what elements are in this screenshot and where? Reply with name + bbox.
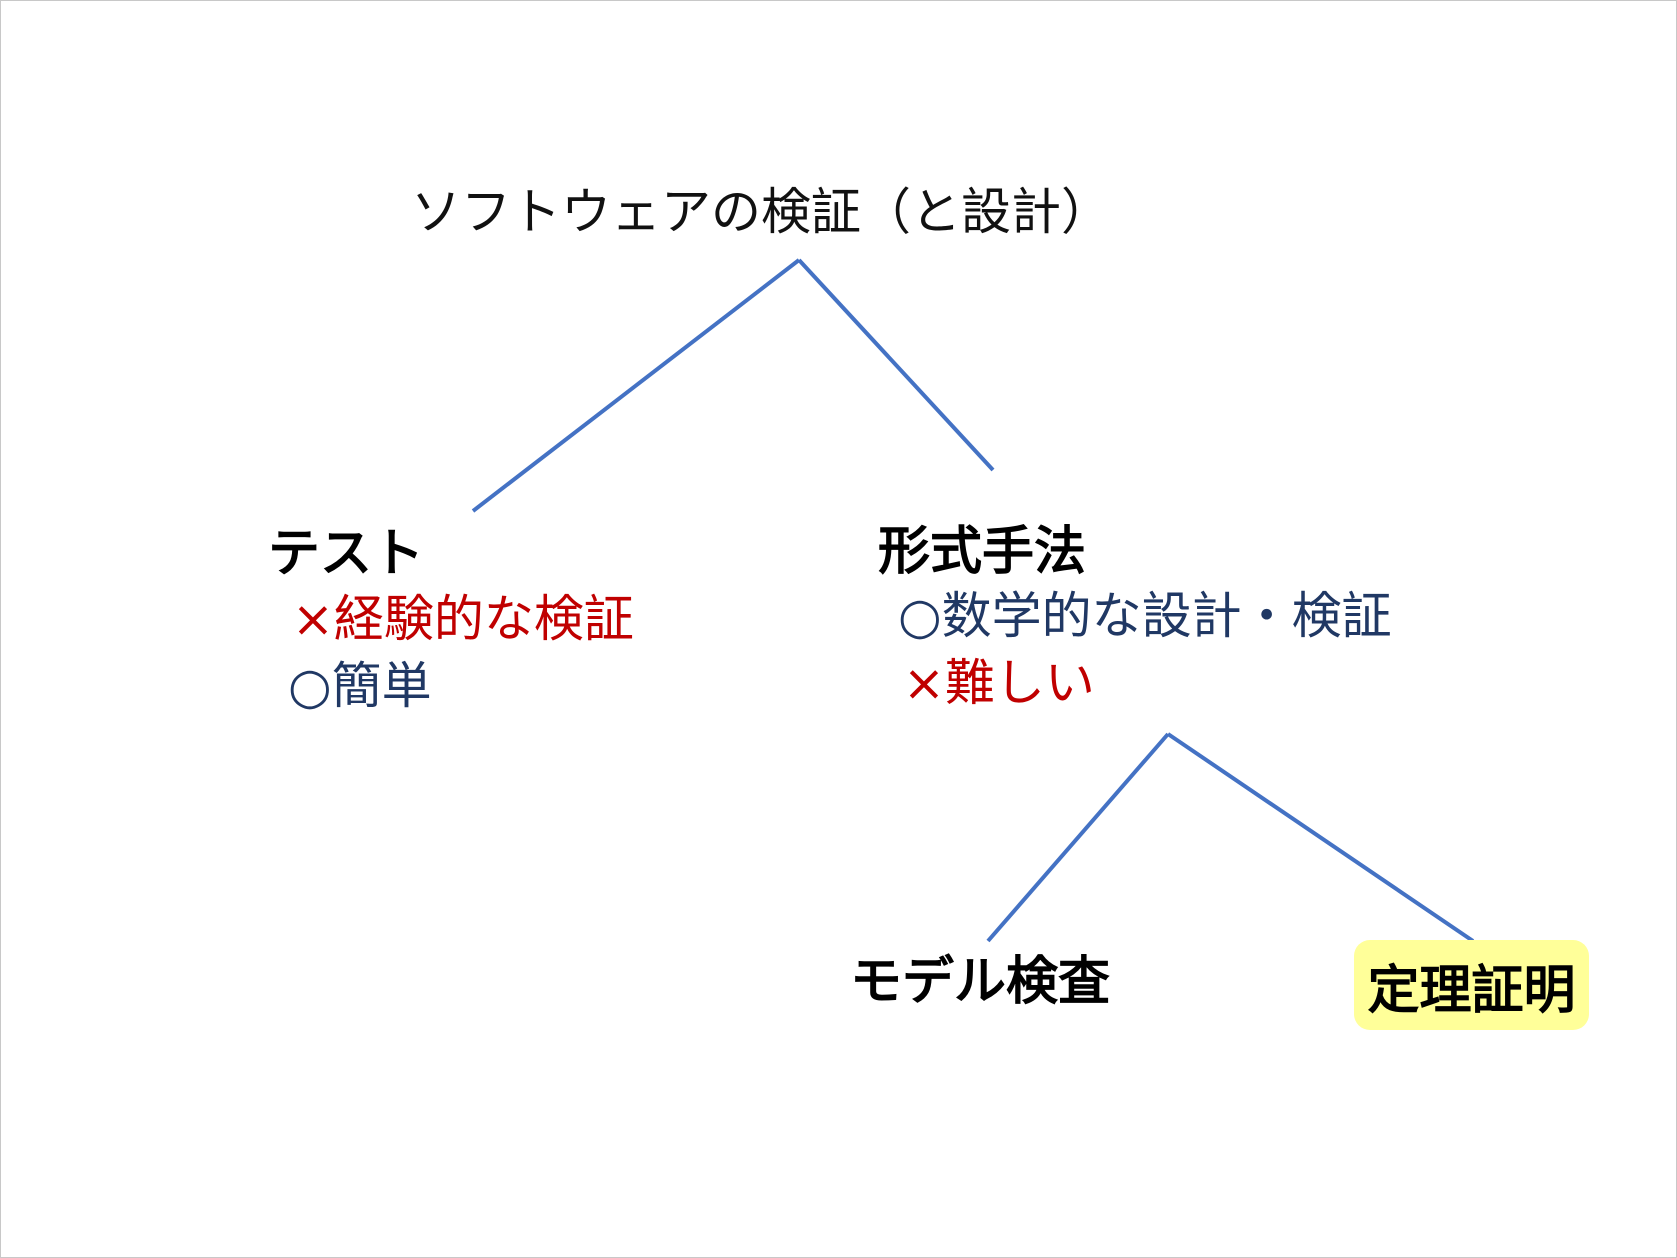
model-checking-label: モデル検査 <box>850 952 1111 1012</box>
theorem-proving-label: 定理証明 <box>1367 960 1576 1021</box>
connector-formal-theorem-proving <box>1166 732 1475 943</box>
testing-heading: テスト <box>268 524 425 584</box>
connector-formal-model-checking <box>986 732 1170 943</box>
theorem-proving-highlight: 定理証明 <box>1354 940 1589 1030</box>
diagram-title: ソフトウェアの検証（と設計） <box>411 183 1111 241</box>
formal-con: ×難しい <box>903 654 1095 712</box>
formal-heading: 形式手法 <box>878 522 1087 582</box>
testing-con: ×経験的な検証 <box>292 590 634 648</box>
testing-pro: ○簡単 <box>288 657 432 715</box>
connector-root-testing <box>471 258 801 513</box>
formal-pro: ○数学的な設計・検証 <box>898 587 1392 645</box>
connector-root-formal <box>797 258 995 472</box>
